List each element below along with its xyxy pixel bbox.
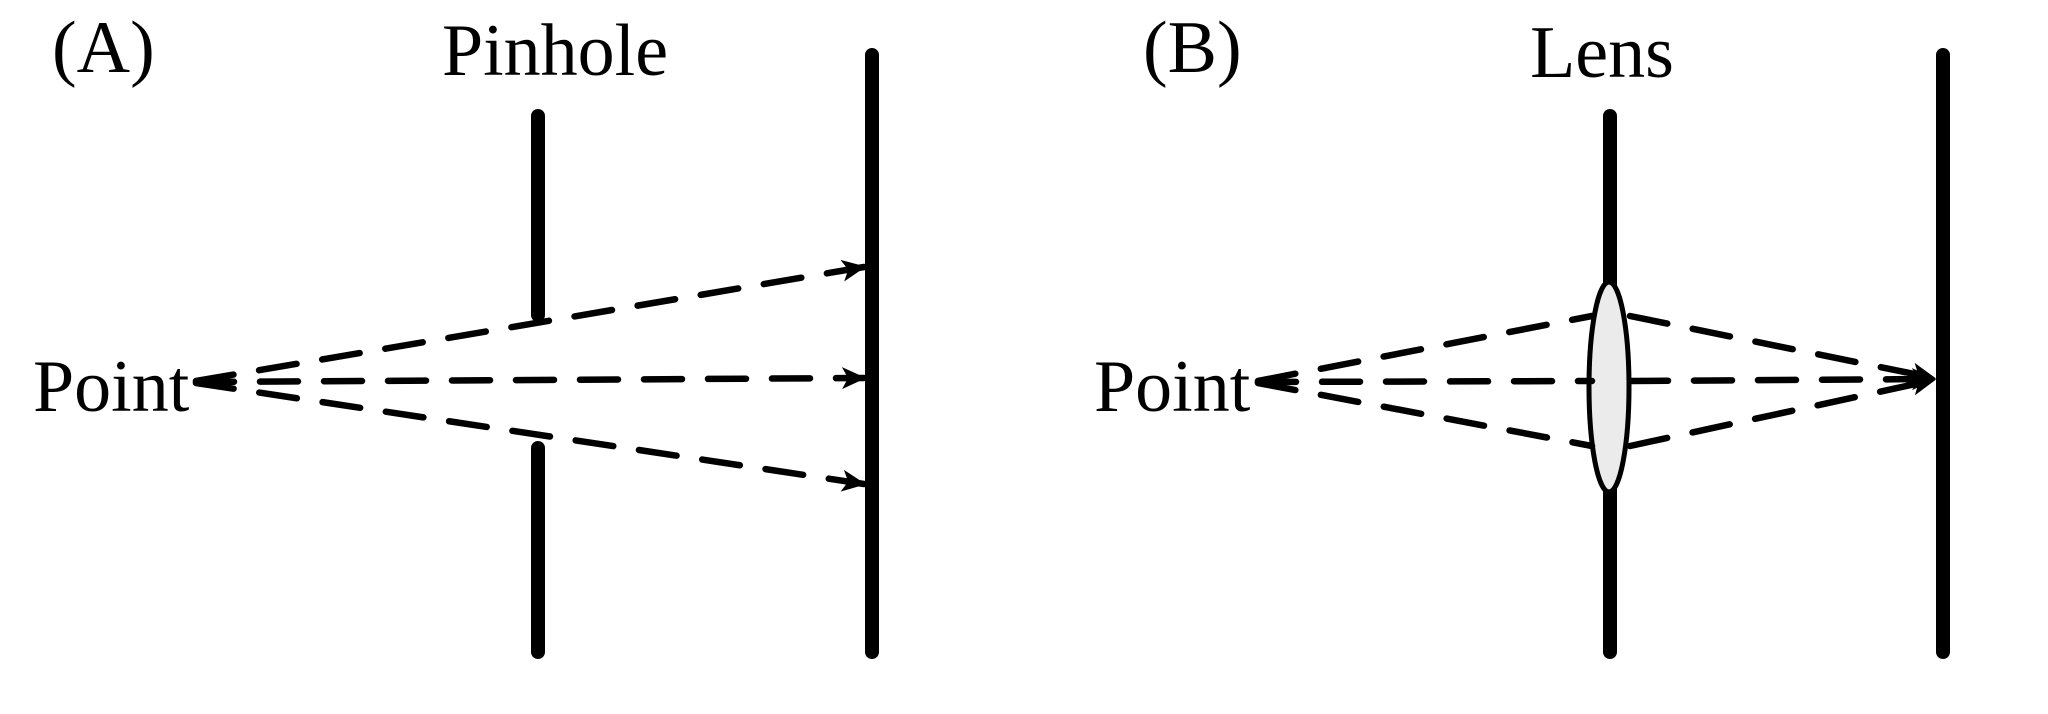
- panel-b: (B) Lens Point: [1094, 7, 1950, 659]
- ray-middle-b-out: [1626, 368, 1938, 391]
- panel-b-tag: (B): [1143, 7, 1242, 89]
- panel-a-tag: (A): [52, 7, 155, 89]
- ray-bottom-b-in: [1254, 379, 1596, 450]
- ray-bottom-a: [192, 379, 868, 492]
- point-label-a: Point: [33, 346, 190, 428]
- ray-top-a: [192, 259, 868, 385]
- ray-middle-b-in: [1254, 377, 1596, 386]
- ray-top-b-in: [1254, 312, 1596, 385]
- pinhole-title: Pinhole: [442, 10, 668, 92]
- ray-top-b-out: [1626, 312, 1938, 385]
- ray-bottom-b-out: [1626, 373, 1938, 450]
- lens-title: Lens: [1530, 12, 1674, 94]
- lens-icon: [1586, 279, 1632, 495]
- panel-a: (A) Pinhole Point: [33, 7, 879, 659]
- point-label-b: Point: [1094, 346, 1251, 428]
- ray-middle-a: [192, 367, 868, 390]
